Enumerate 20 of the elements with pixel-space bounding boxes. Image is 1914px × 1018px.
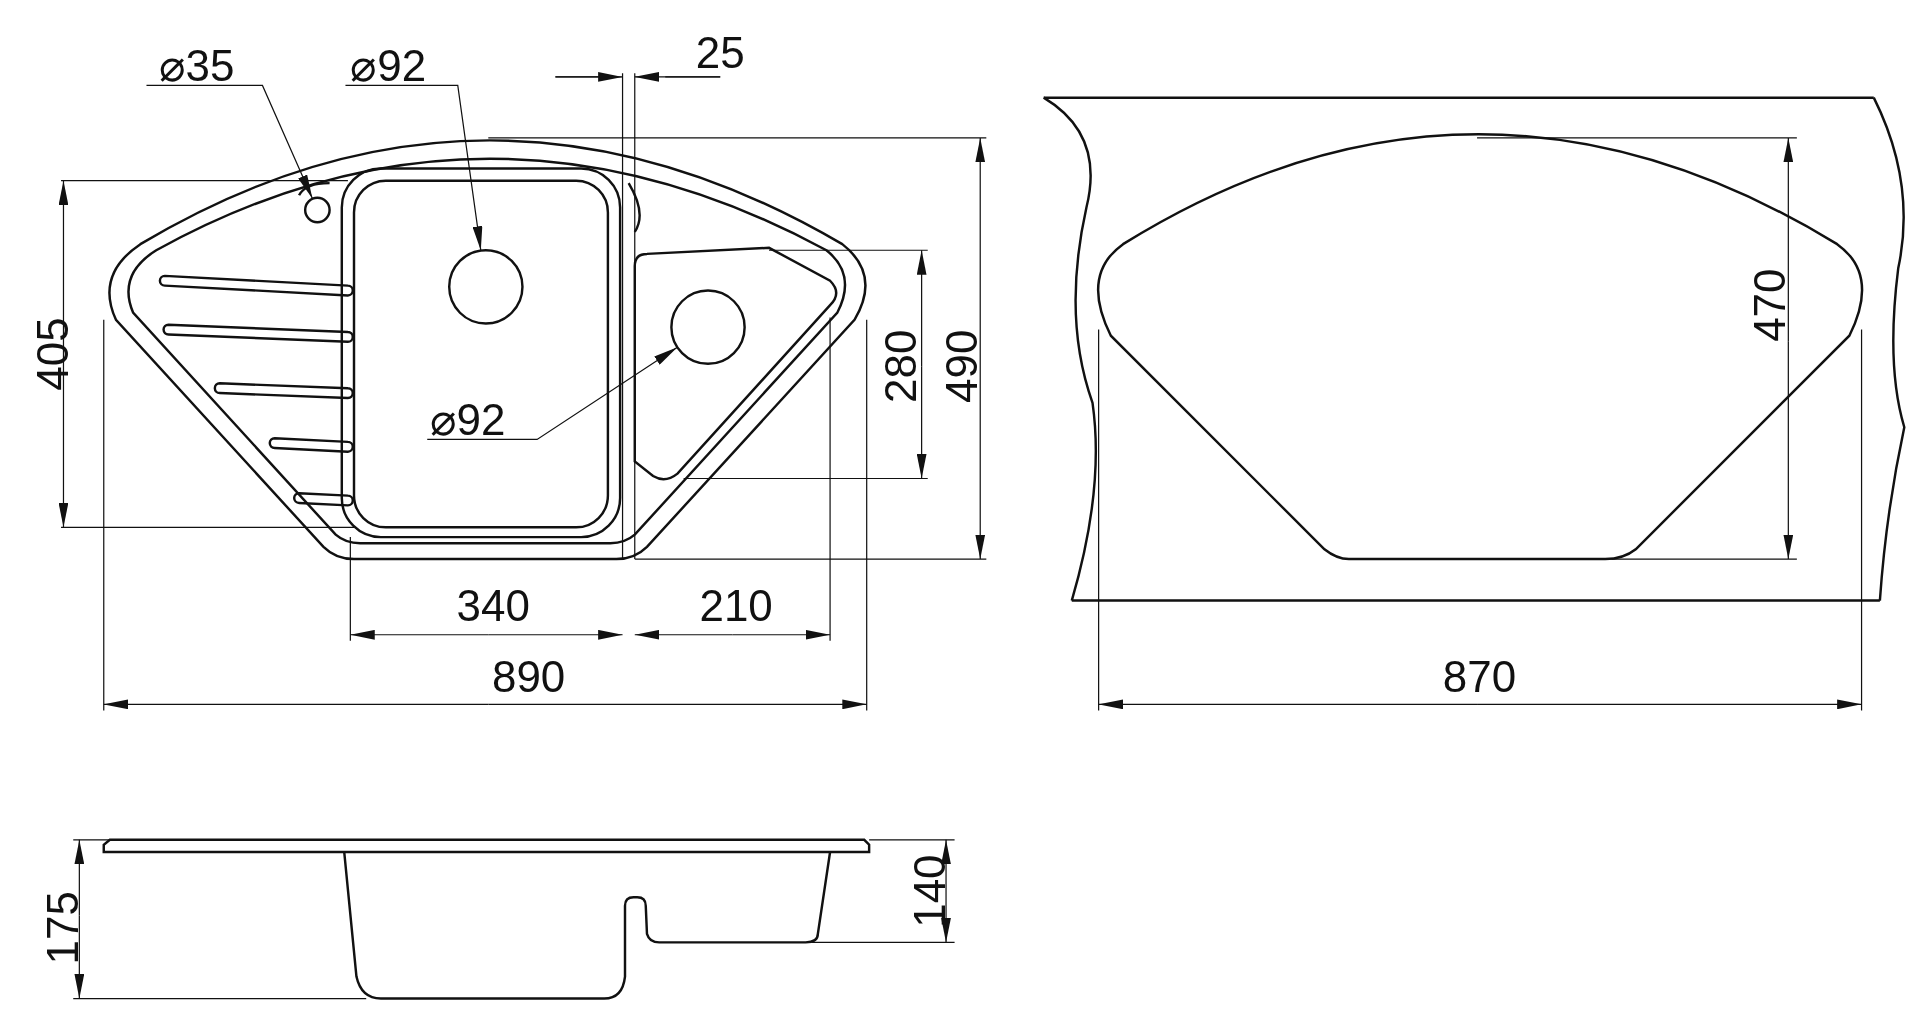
diameter-label: ⌀35	[158, 43, 235, 88]
dimension-label: 210	[699, 584, 773, 629]
dimension-label: 490	[940, 329, 984, 403]
dimension-label: 175	[41, 891, 86, 965]
dimension-label: 870	[1442, 655, 1517, 700]
dimension-label: 890	[491, 655, 566, 700]
leader-line	[145, 84, 314, 200]
dimension-label: 470	[1748, 268, 1793, 342]
dimension-label: 25	[695, 31, 745, 76]
dimension-label: 405	[31, 317, 76, 391]
drain-hole	[448, 249, 524, 325]
dimension-label: 340	[456, 584, 530, 629]
diameter-label: ⌀92	[350, 43, 427, 88]
leader-line	[426, 346, 678, 441]
tap-hole	[303, 196, 331, 224]
drain-hole	[670, 289, 746, 365]
dimension-label: 280	[878, 329, 923, 403]
dimension-label: 140	[908, 854, 953, 928]
leader-line	[344, 84, 483, 252]
diameter-label: ⌀92	[429, 397, 506, 442]
